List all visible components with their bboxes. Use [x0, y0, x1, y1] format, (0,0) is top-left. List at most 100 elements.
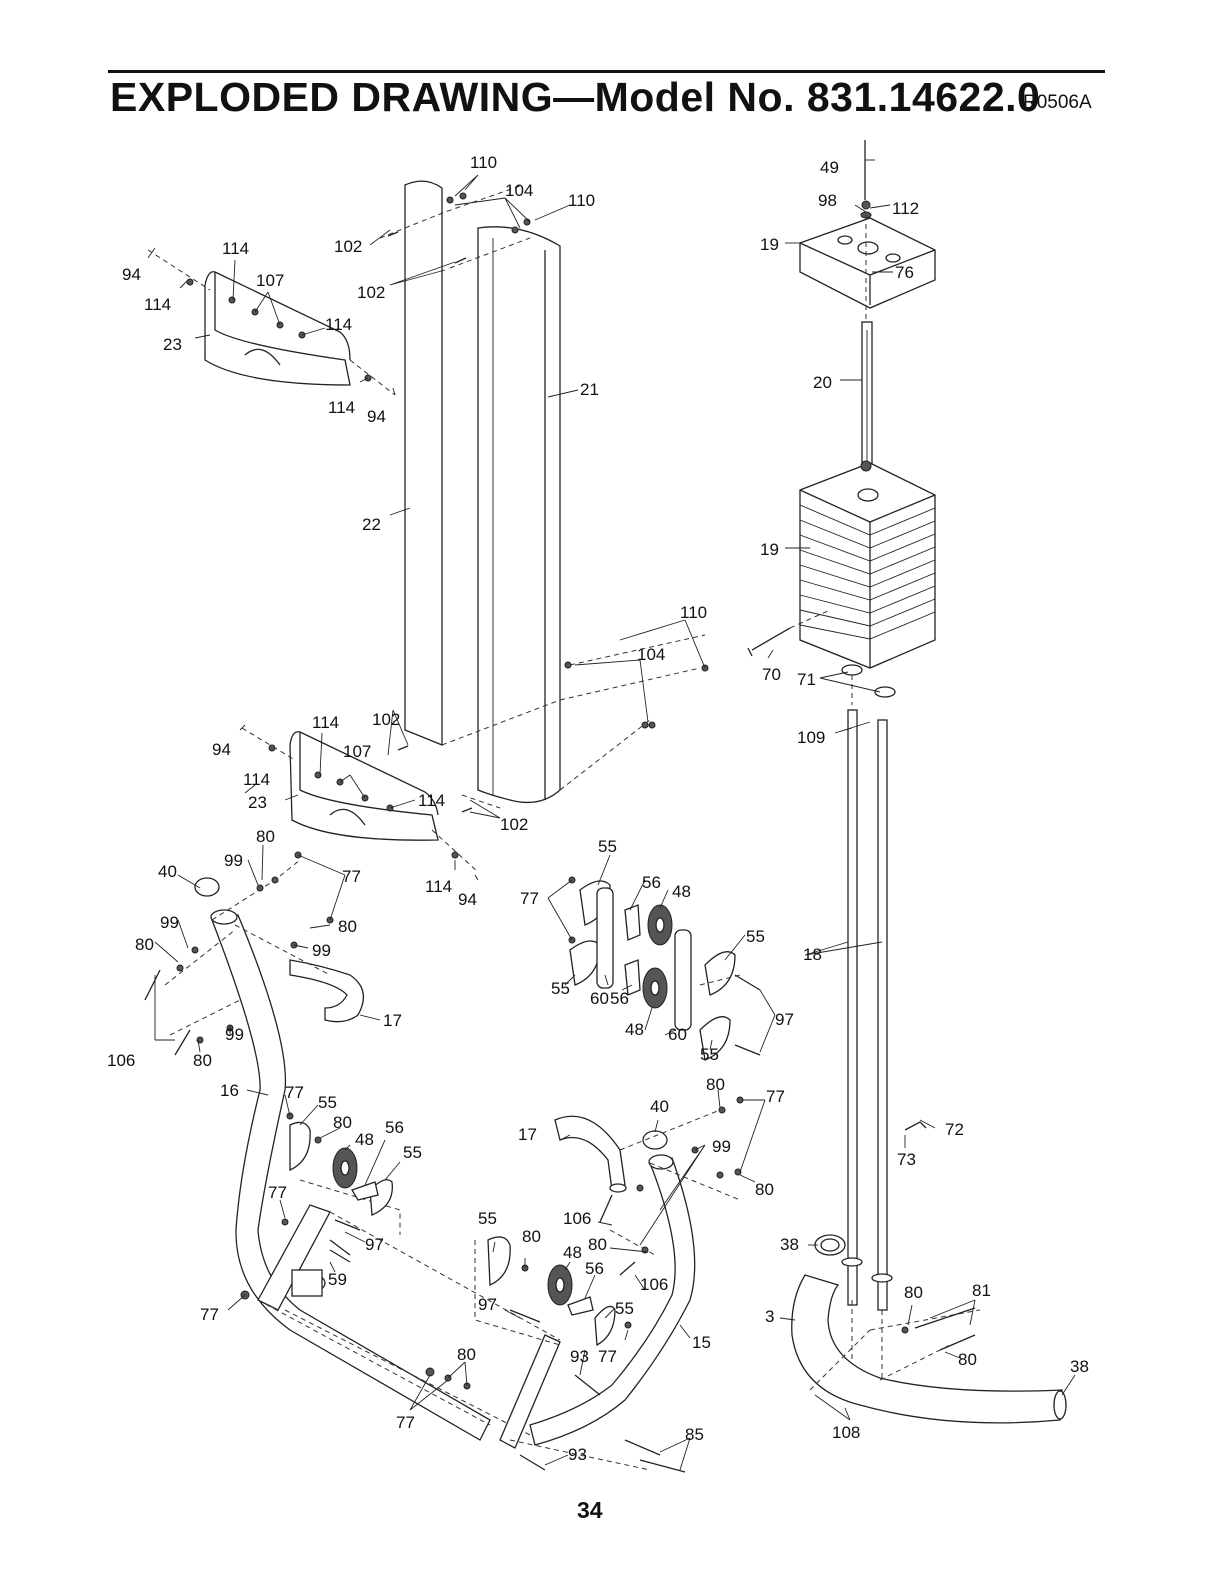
part-label-71: 71 — [797, 670, 816, 689]
part-label-102: 102 — [372, 710, 400, 729]
part-label-72: 72 — [945, 1120, 964, 1139]
weight-stack-hardware — [747, 140, 927, 1390]
pad-hardware — [147, 249, 479, 873]
part-label-80: 80 — [193, 1051, 212, 1070]
part-label-93: 93 — [568, 1445, 587, 1464]
pad-23-lower — [289, 731, 439, 841]
part-label-94: 94 — [122, 265, 141, 284]
part-label-70: 70 — [762, 665, 781, 684]
part-label-94: 94 — [212, 740, 231, 759]
part-label-104: 104 — [505, 181, 533, 200]
part-label-77: 77 — [396, 1413, 415, 1432]
part-label-60: 60 — [590, 989, 609, 1008]
part-label-77: 77 — [520, 889, 539, 908]
part-label-80: 80 — [958, 1350, 977, 1369]
part-label-107: 107 — [256, 271, 284, 290]
part-label-80: 80 — [338, 917, 357, 936]
guide-rods-18 — [841, 664, 896, 1311]
part-label-102: 102 — [334, 237, 362, 256]
part-label-80: 80 — [588, 1235, 607, 1254]
part-label-77: 77 — [200, 1305, 219, 1324]
part-label-114: 114 — [325, 315, 352, 334]
part-label-17: 17 — [518, 1125, 537, 1144]
part-label-77: 77 — [766, 1087, 785, 1106]
part-label-99: 99 — [712, 1137, 731, 1156]
part-label-23: 23 — [248, 793, 267, 812]
weight-stack-19 — [799, 462, 936, 669]
part-label-55: 55 — [598, 837, 617, 856]
part-label-99: 99 — [224, 851, 243, 870]
drawing-code: R0506A — [1023, 92, 1092, 113]
part-label-22: 22 — [362, 515, 381, 534]
part-label-56: 56 — [385, 1118, 404, 1137]
part-label-48: 48 — [672, 882, 691, 901]
part-label-48: 48 — [563, 1243, 582, 1262]
part-label-55: 55 — [746, 927, 765, 946]
part-label-73: 73 — [897, 1150, 916, 1169]
part-label-106: 106 — [640, 1275, 668, 1294]
part-label-94: 94 — [367, 407, 386, 426]
part-label-110: 110 — [470, 153, 497, 172]
part-label-114: 114 — [144, 295, 171, 314]
part-label-97: 97 — [478, 1295, 497, 1314]
part-label-114: 114 — [425, 877, 452, 896]
arm-15-hardware — [474, 1096, 744, 1471]
part-label-40: 40 — [650, 1097, 669, 1116]
part-label-104: 104 — [637, 645, 665, 664]
part-label-80: 80 — [333, 1113, 352, 1132]
arm-15-bracket — [499, 1334, 686, 1473]
page-title: EXPLODED DRAWING—Model No. 831.14622.0 — [110, 74, 1041, 120]
part-label-15: 15 — [692, 1333, 711, 1352]
part-label-108: 108 — [832, 1423, 860, 1442]
part-label-38: 38 — [1070, 1357, 1089, 1376]
part-label-114: 114 — [243, 770, 270, 789]
part-label-77: 77 — [285, 1083, 304, 1102]
part-label-60: 60 — [668, 1025, 687, 1044]
part-label-81: 81 — [972, 1281, 991, 1300]
part-label-77: 77 — [598, 1347, 617, 1366]
selector-rod-20 — [861, 321, 873, 473]
part-label-102: 102 — [357, 283, 385, 302]
pulley-assembly — [568, 876, 761, 1061]
part-label-49: 49 — [820, 158, 839, 177]
weight-plate-top — [799, 217, 936, 309]
part-label-107: 107 — [343, 742, 371, 761]
part-label-99: 99 — [225, 1025, 244, 1044]
part-label-109: 109 — [797, 728, 825, 747]
part-label-21: 21 — [580, 380, 599, 399]
part-label-106: 106 — [563, 1209, 591, 1228]
part-label-110: 110 — [568, 191, 595, 210]
part-label-38: 38 — [780, 1235, 799, 1254]
part-label-94: 94 — [458, 890, 477, 909]
part-label-59: 59 — [328, 1270, 347, 1289]
shroud-22 — [404, 180, 443, 746]
part-label-110: 110 — [680, 603, 707, 622]
part-label-114: 114 — [328, 398, 355, 417]
part-label-16: 16 — [220, 1081, 239, 1100]
part-label-56: 56 — [585, 1259, 604, 1278]
part-label-55: 55 — [478, 1209, 497, 1228]
part-label-80: 80 — [457, 1345, 476, 1364]
part-label-55: 55 — [700, 1045, 719, 1064]
base-frame-3 — [791, 1234, 1067, 1424]
part-label-18: 18 — [803, 945, 822, 964]
part-label-55: 55 — [615, 1299, 634, 1318]
part-label-114: 114 — [418, 791, 445, 810]
part-label-55: 55 — [318, 1093, 337, 1112]
part-label-93: 93 — [570, 1347, 589, 1366]
part-label-48: 48 — [355, 1130, 374, 1149]
arm-16 — [194, 877, 491, 1441]
part-label-77: 77 — [342, 867, 361, 886]
part-label-80: 80 — [135, 935, 154, 954]
part-label-48: 48 — [625, 1020, 644, 1039]
part-label-99: 99 — [312, 941, 331, 960]
part-label-80: 80 — [755, 1180, 774, 1199]
part-label-112: 112 — [892, 199, 919, 218]
arm-16-pulley — [281, 1112, 393, 1256]
part-labels: 110 104 110 102 102 94 114 107 114 114 2… — [107, 153, 1089, 1464]
part-label-55: 55 — [551, 979, 570, 998]
page-number: 34 — [577, 1497, 603, 1523]
part-label-80: 80 — [904, 1283, 923, 1302]
part-label-114: 114 — [222, 239, 249, 258]
part-label-97: 97 — [775, 1010, 794, 1029]
